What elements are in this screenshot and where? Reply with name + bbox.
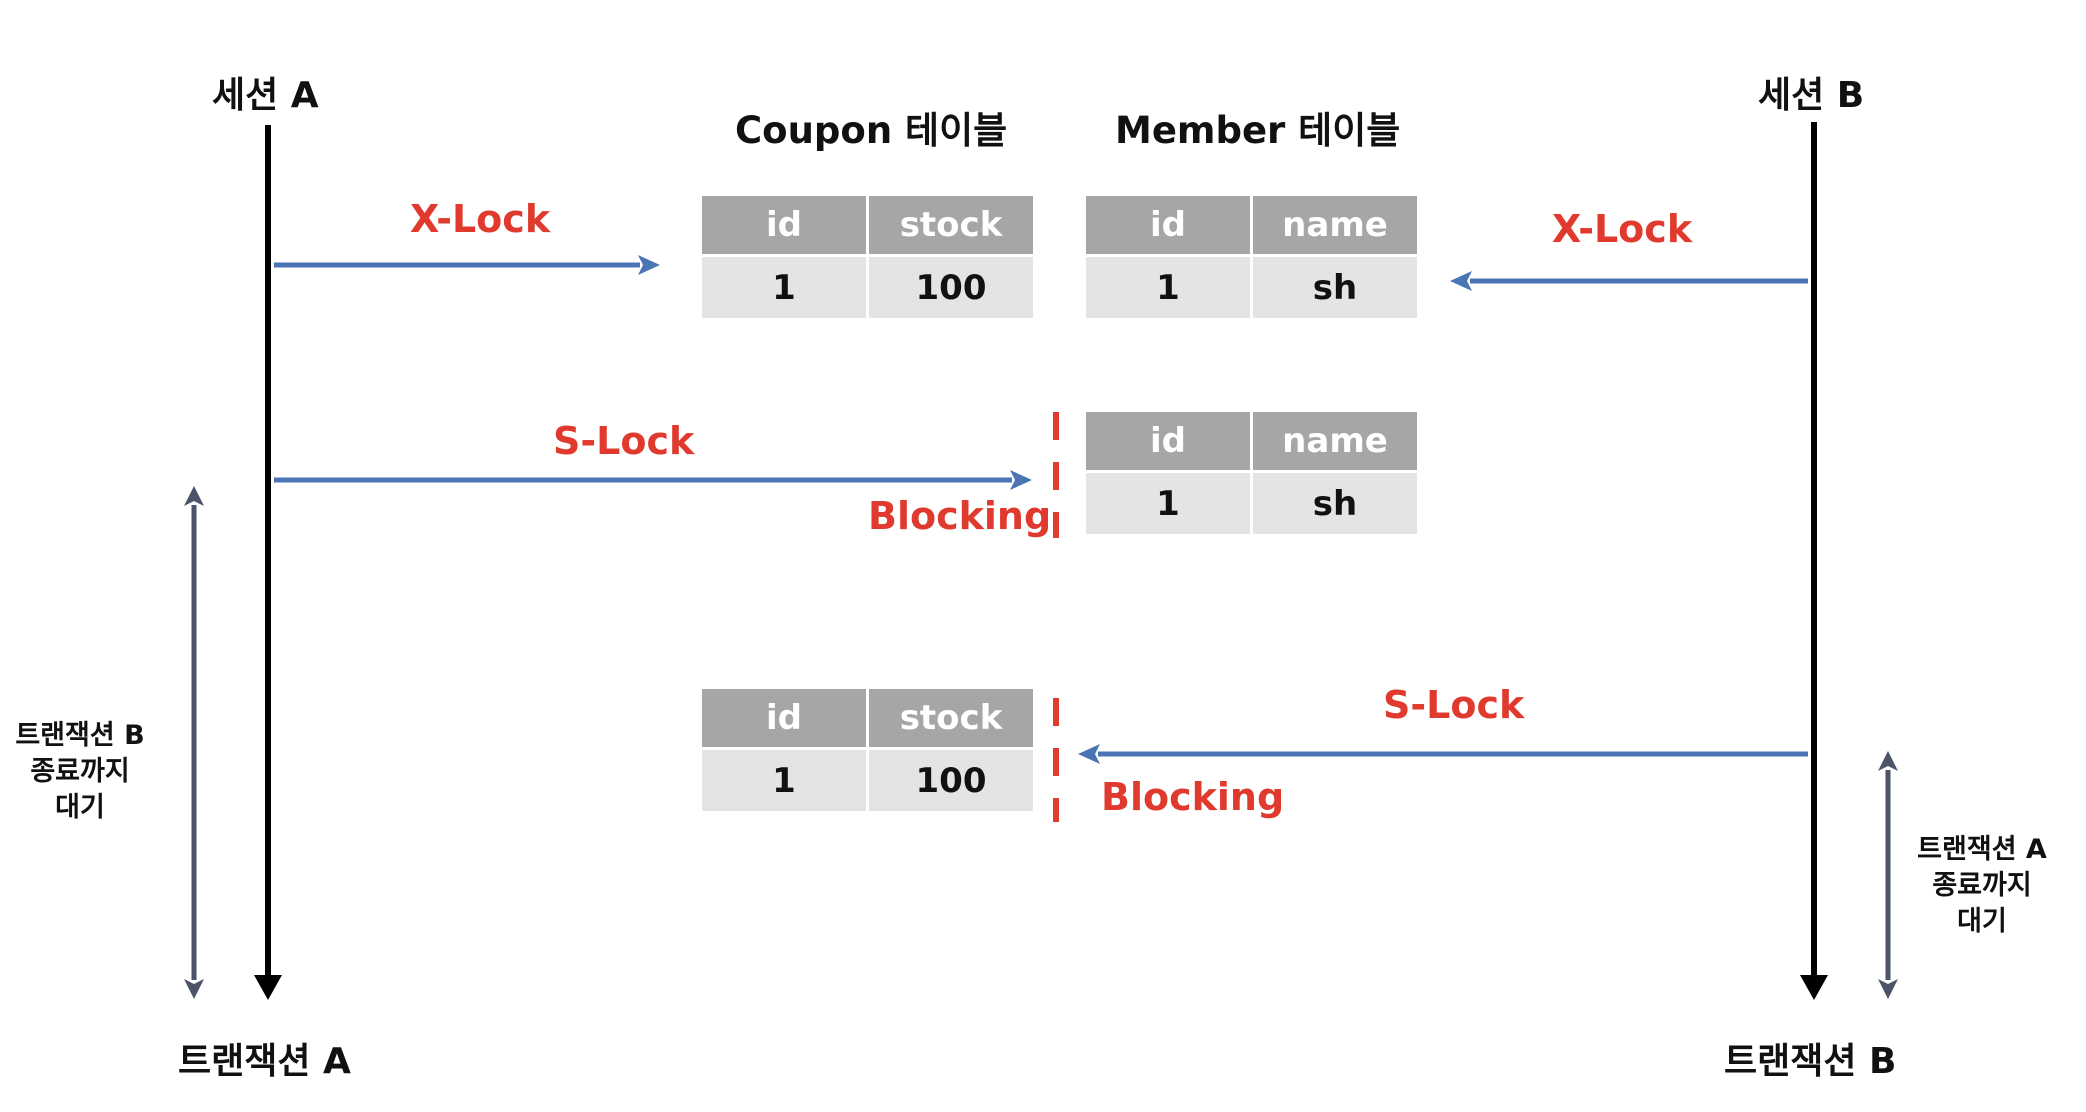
wait-right-line3: 대기 [1957,906,2007,937]
wait-left-line1: 트랜잭션 B [15,720,145,751]
header-cell: name [1253,196,1417,254]
session-b-timeline [1800,122,1828,1000]
table-row: 1 sh [1086,473,1417,534]
transaction-b-label: 트랜잭션 B [1724,1041,1897,1082]
a-xlock-label: X-Lock [410,197,551,241]
b-slock-label: S-Lock [1383,683,1525,727]
b-xlock-arrow [1450,271,1808,291]
member-table-mid: id name 1 sh [1083,409,1420,537]
session-a-timeline [254,125,282,1000]
table-cell: 100 [869,750,1033,811]
header-cell: id [1086,196,1250,254]
wait-left-line2: 종료까지 [30,756,130,787]
a-slock-arrow [274,470,1032,490]
table-header-row: id name [1086,196,1417,254]
table-header-row: id stock [702,196,1033,254]
wait-right-line1: 트랜잭션 A [1917,834,2047,865]
blocking-label-b: Blocking [1101,775,1285,819]
wait-label-left: 트랜잭션 B 종료까지 대기 [0,718,160,826]
member-table-top: id name 1 sh [1083,193,1420,321]
table-cell: sh [1253,473,1417,534]
a-slock-label: S-Lock [553,419,695,463]
table-cell: sh [1253,257,1417,318]
wait-arrow-right [1878,751,1898,999]
header-cell: id [1086,412,1250,470]
header-cell: name [1253,412,1417,470]
header-cell: id [702,196,866,254]
table-cell: 1 [702,257,866,318]
wait-label-right: 트랜잭션 A 종료까지 대기 [1902,832,2062,940]
member-table-title: Member 테이블 [1115,109,1401,152]
wait-arrow-left [184,486,204,999]
header-cell: id [702,689,866,747]
table-header-row: id stock [702,689,1033,747]
coupon-table-bottom: id stock 1 100 [699,686,1036,814]
table-header-row: id name [1086,412,1417,470]
coupon-table-title: Coupon 테이블 [735,109,1008,152]
table-row: 1 100 [702,750,1033,811]
b-xlock-label: X-Lock [1552,207,1693,251]
session-a-title: 세션 A [212,75,319,116]
table-cell: 1 [1086,257,1250,318]
table-cell: 100 [869,257,1033,318]
table-row: 1 100 [702,257,1033,318]
blocking-label-a: Blocking [868,494,1052,538]
transaction-a-label: 트랜잭션 A [178,1041,351,1082]
table-row: 1 sh [1086,257,1417,318]
table-cell: 1 [1086,473,1250,534]
table-cell: 1 [702,750,866,811]
wait-left-line3: 대기 [55,792,105,823]
header-cell: stock [869,689,1033,747]
a-xlock-arrow [274,255,660,275]
b-slock-arrow [1078,744,1808,764]
header-cell: stock [869,196,1033,254]
session-b-title: 세션 B [1758,75,1865,116]
coupon-table-top: id stock 1 100 [699,193,1036,321]
wait-right-line2: 종료까지 [1932,870,2032,901]
